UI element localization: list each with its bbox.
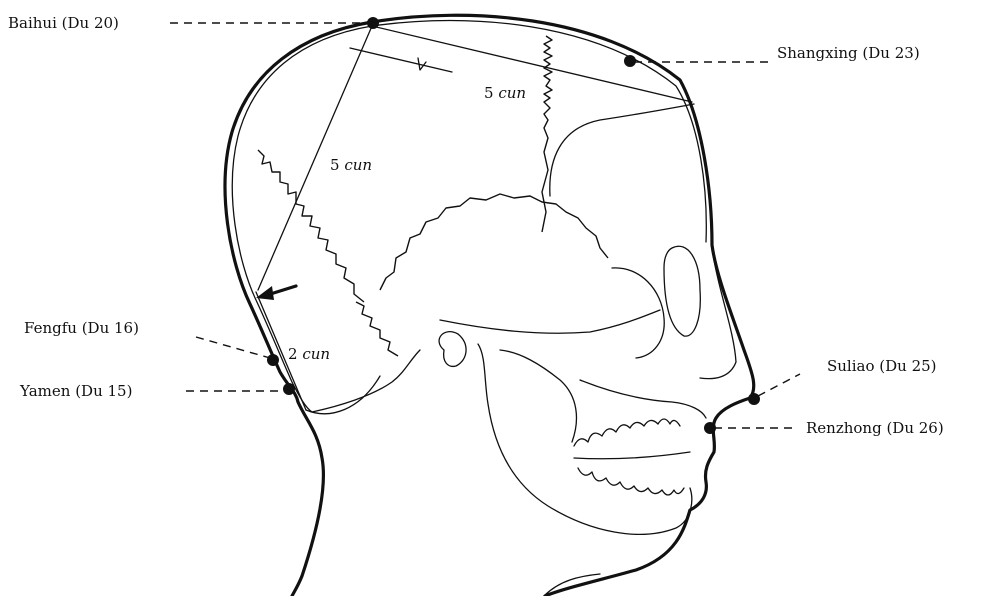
measure-occiput: 2 cun xyxy=(288,345,330,363)
label-shangxing: Shangxing (Du 23) xyxy=(777,44,920,62)
zygomatic-bone xyxy=(612,268,664,358)
measure-vertex-front: 5 cun xyxy=(484,84,526,102)
label-renzhong: Renzhong (Du 26) xyxy=(806,419,944,437)
label-fengfu: Fengfu (Du 16) xyxy=(24,319,139,337)
fengfu-leader xyxy=(196,337,270,358)
zygomatic-arch xyxy=(440,310,660,333)
frontal-bone-line xyxy=(550,104,694,196)
label-suliao: Suliao (Du 25) xyxy=(827,357,937,375)
squamous-suture xyxy=(380,194,608,290)
measure-vertex-back: 5 cun xyxy=(330,156,372,174)
maxilla xyxy=(580,380,706,418)
brace-line xyxy=(350,48,452,72)
upper-teeth xyxy=(574,419,680,446)
skull-vault-front xyxy=(372,20,706,242)
head-back-outline xyxy=(225,22,372,596)
occipital-suture xyxy=(356,302,398,356)
teeth-gap xyxy=(574,452,690,459)
orbit xyxy=(664,246,700,336)
baihui-point xyxy=(367,17,379,29)
head-outline xyxy=(372,15,754,596)
brace-mark xyxy=(418,58,426,70)
shangxing-point xyxy=(624,55,636,67)
mandible-ramus xyxy=(500,350,576,442)
mastoid xyxy=(439,332,466,367)
suliao-point xyxy=(748,393,760,405)
fengfu-point xyxy=(267,354,279,366)
label-baihui: Baihui (Du 20) xyxy=(8,14,119,32)
lower-teeth xyxy=(578,468,684,495)
label-yamen: Yamen (Du 15) xyxy=(19,382,132,400)
yamen-point xyxy=(283,383,295,395)
suliao-leader xyxy=(758,374,800,396)
